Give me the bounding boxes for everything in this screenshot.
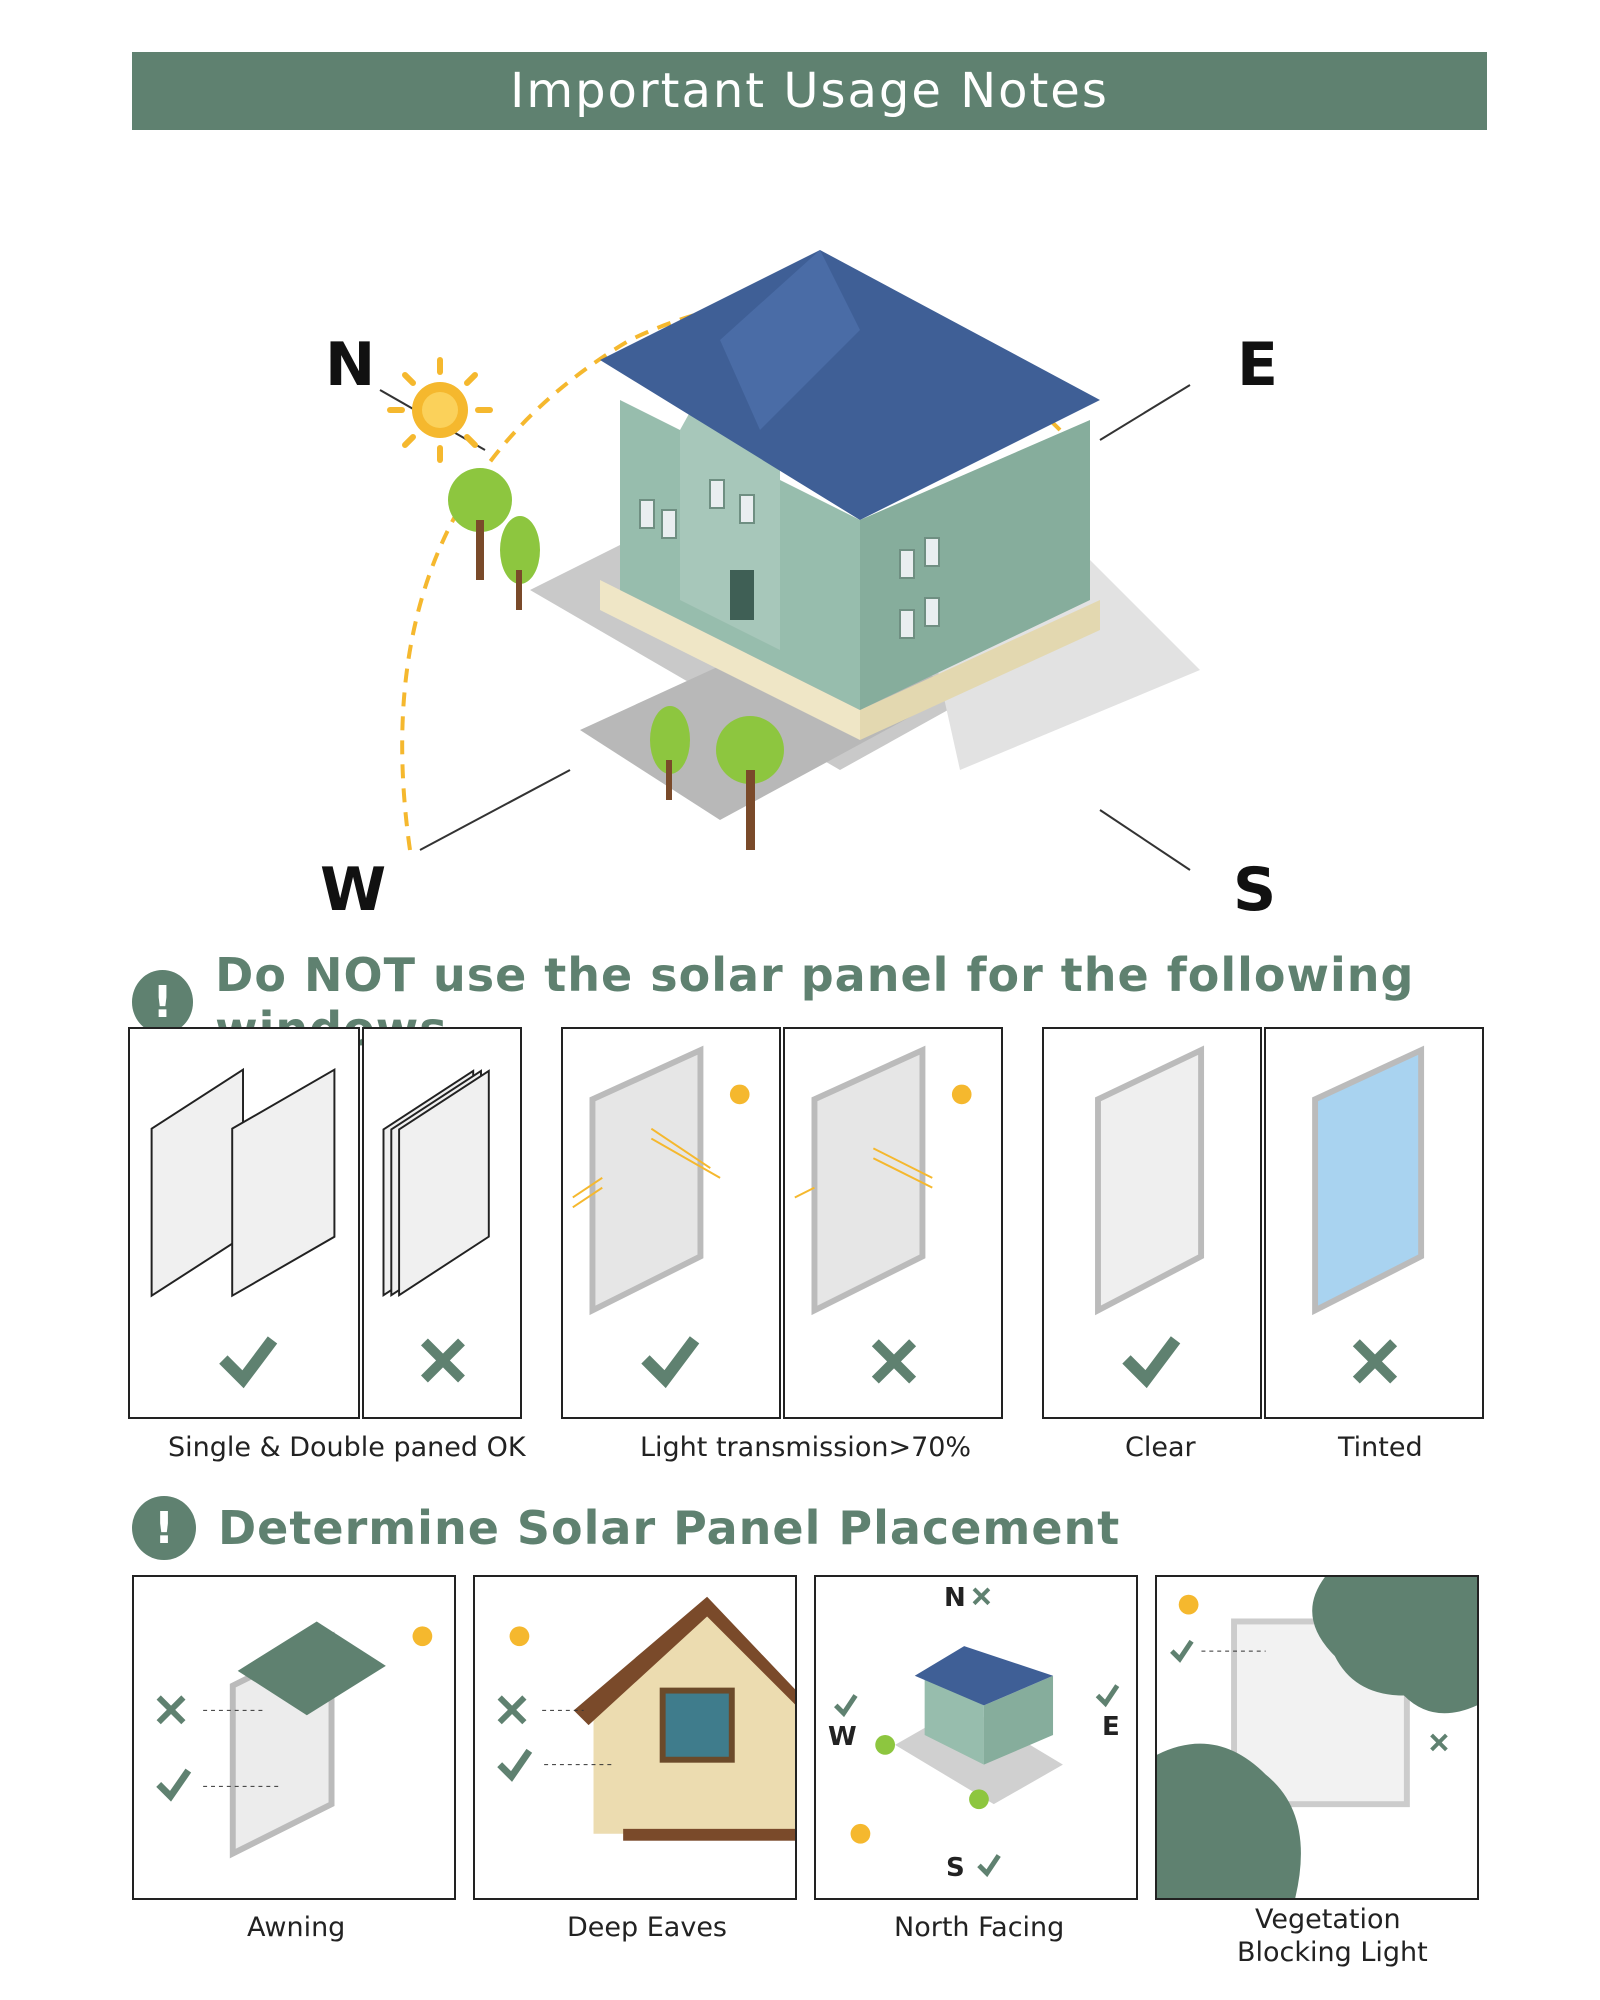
section-windows-header: ! Do NOT use the solar panel for the fol…	[132, 948, 1600, 1056]
check-icon	[497, 1748, 533, 1782]
house-window	[659, 1687, 735, 1763]
sun-icon	[412, 1626, 433, 1647]
window-low-transmission	[783, 1027, 1003, 1419]
placement-awning	[132, 1575, 456, 1900]
check-icon	[219, 1336, 278, 1389]
north-box-e: E	[1102, 1712, 1120, 1742]
sun-icon	[509, 1626, 530, 1647]
cross-icon	[421, 1338, 465, 1383]
sun-icon	[1178, 1594, 1199, 1615]
placement-vegetation	[1155, 1575, 1479, 1900]
page-title: Important Usage Notes	[510, 63, 1109, 119]
placement-north-facing: N E W S	[814, 1575, 1138, 1900]
east-line	[1099, 384, 1191, 441]
north-box-w: W	[828, 1722, 857, 1752]
house-base	[600, 580, 860, 740]
house-roof	[914, 1646, 1054, 1706]
caption-panes: Single & Double paned OK	[168, 1432, 526, 1463]
caption-north: North Facing	[894, 1912, 1065, 1943]
trees	[448, 468, 784, 850]
check-icon	[834, 1694, 858, 1718]
window-single-double	[128, 1027, 360, 1419]
window-clear	[1042, 1027, 1262, 1419]
exclamation-icon: !	[132, 970, 194, 1034]
page-banner: Important Usage Notes	[132, 52, 1487, 130]
compass-south: S	[1233, 855, 1277, 925]
sun-icon	[729, 1084, 750, 1105]
check-icon	[1122, 1336, 1181, 1389]
caption-tinted: Tinted	[1338, 1432, 1423, 1463]
cross-icon	[972, 1587, 991, 1606]
exclamation-icon: !	[132, 1496, 196, 1560]
placement-deep-eaves	[473, 1575, 797, 1900]
caption-eaves: Deep Eaves	[567, 1912, 727, 1943]
tree-foliage	[1312, 1577, 1477, 1714]
window-tinted	[1264, 1027, 1484, 1419]
check-icon	[1170, 1639, 1194, 1663]
compass-north: N	[325, 330, 376, 400]
caption-clear: Clear	[1125, 1432, 1196, 1463]
compass-west: W	[320, 855, 387, 925]
sun-icon	[850, 1823, 871, 1844]
caption-transmission: Light transmission>70%	[640, 1432, 972, 1463]
caption-veg-1: Vegetation	[1255, 1904, 1401, 1935]
check-icon	[1095, 1684, 1120, 1708]
sun-icon	[951, 1084, 972, 1105]
cross-icon	[156, 1695, 186, 1725]
north-box-s: S	[946, 1853, 965, 1883]
window-high-transmission	[561, 1027, 781, 1419]
section-placement-header: ! Determine Solar Panel Placement	[132, 1496, 1120, 1560]
cross-icon	[1430, 1733, 1448, 1752]
north-box-n: N	[944, 1583, 966, 1613]
awning-canopy	[237, 1621, 386, 1716]
check-icon	[156, 1768, 192, 1802]
cross-icon	[871, 1339, 917, 1384]
caption-veg-2: Blocking Light	[1237, 1937, 1428, 1968]
cross-icon	[1352, 1339, 1398, 1384]
compass-east: E	[1237, 330, 1278, 400]
front-door	[730, 570, 754, 620]
check-icon	[641, 1336, 700, 1389]
west-line	[419, 769, 571, 851]
south-line	[1099, 809, 1191, 871]
caption-awning: Awning	[247, 1912, 346, 1943]
sun-icon	[387, 357, 493, 463]
house-roof	[600, 250, 1100, 520]
check-icon	[977, 1854, 1001, 1878]
house-right-wall	[860, 420, 1090, 710]
section-placement-title: Determine Solar Panel Placement	[218, 1501, 1121, 1555]
cross-icon	[497, 1695, 527, 1725]
bush-foliage	[1157, 1743, 1301, 1898]
house-compass-illustration	[379, 250, 1200, 871]
window-triple	[362, 1027, 522, 1419]
